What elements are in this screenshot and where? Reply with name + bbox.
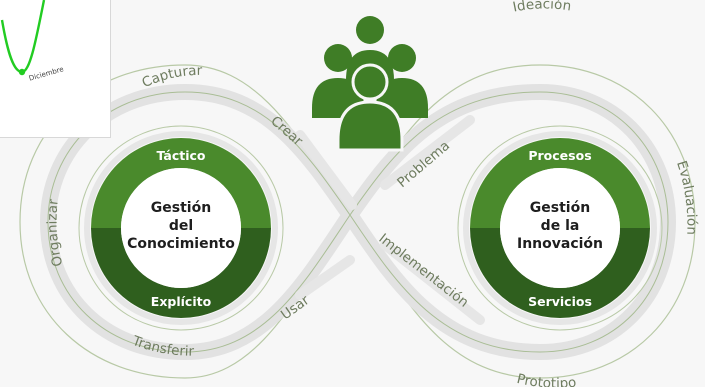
right-track [463,131,657,325]
label-prototipo: Prototipo [515,371,577,387]
right-ring-top [470,138,650,228]
label-ideacion: Ideación [511,0,572,16]
left-ring-bottom [91,228,271,318]
inset-chart: Diciembre [0,0,111,138]
left-loop: Táctico Explícito Gestión del Conocimien… [78,125,284,331]
inset-chart-plot [0,0,46,76]
inset-series-line [0,0,46,74]
left-outer-outline [78,125,284,331]
right-center-line-3: Innovación [517,236,603,252]
people-group-icon [312,16,428,152]
right-loop: Procesos Servicios Gestión de la Innovac… [457,125,663,331]
inset-series-point [18,68,26,76]
right-bottom-segment-label: Servicios [528,294,592,309]
left-center-line-3: Conocimiento [127,236,235,252]
right-center-line-2: de la [541,218,580,234]
left-bottom-segment-label: Explícito [151,294,212,309]
right-top-segment-label: Procesos [528,148,591,163]
left-track [84,131,278,325]
right-outer-outline [457,125,663,331]
right-center [500,168,620,288]
right-center-line-1: Gestión [530,200,590,216]
left-top-segment-label: Táctico [156,148,205,163]
left-center [121,168,241,288]
left-center-line-2: del [169,218,193,234]
label-transferir: Transferir [129,333,194,360]
crossing-bands [295,115,485,325]
left-ring-top [91,138,271,228]
label-evaluacion: Evaluación [673,159,699,235]
right-ring-bottom [470,228,650,318]
left-center-line-1: Gestión [151,200,211,216]
